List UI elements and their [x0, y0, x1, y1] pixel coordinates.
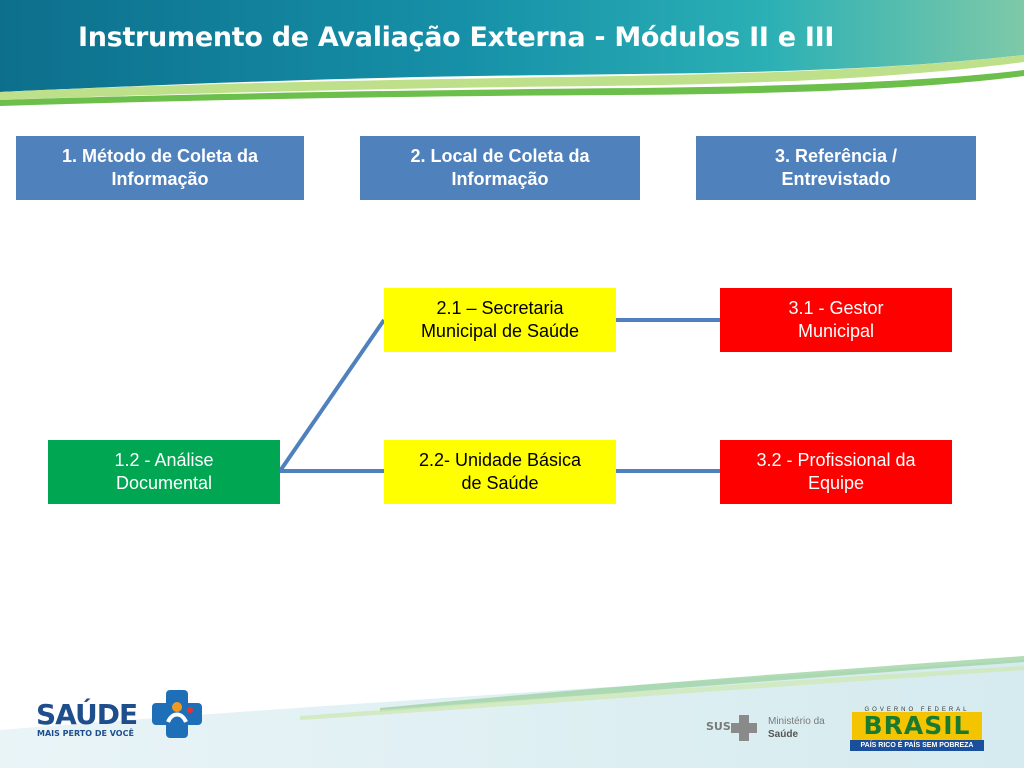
node-gestor-line1: 3.1 - Gestor	[788, 297, 884, 318]
node-profissional-equipe: 3.2 - Profissional da Equipe	[720, 440, 952, 504]
header-metodo-line2: Informação	[111, 169, 209, 189]
header-referencia-line1: 3. Referência /	[774, 145, 898, 166]
slide-title: Instrumento de Avaliação Externa - Módul…	[78, 22, 835, 53]
governo-federal-text: GOVERNO FEDERAL	[864, 707, 970, 713]
header-referencia: 3. Referência / Entrevistado	[696, 136, 976, 200]
header-metodo-coleta: 1. Método de Coleta da Informação	[16, 136, 304, 200]
node-unidade-basica: 2.2- Unidade Básica de Saúde	[384, 440, 616, 504]
node-gestor-line2: Municipal	[797, 321, 875, 341]
node-profissional-line1: 3.2 - Profissional da	[756, 449, 916, 470]
saude-cross-icon	[152, 690, 202, 738]
footer-band	[0, 656, 1024, 768]
brasil-slogan-text: PAÍS RICO É PAÍS SEM POBREZA	[850, 740, 984, 751]
top-banner	[0, 0, 1024, 106]
saude-logo-text: SAÚDE	[36, 698, 138, 731]
ministerio-line2: Saúde	[768, 728, 799, 740]
saude-logo-tagline: MAIS PERTO DE VOCÊ	[37, 729, 134, 738]
node-ubs-line1: 2.2- Unidade Básica	[418, 449, 582, 470]
sus-logo-text: SUS	[706, 720, 731, 733]
ministerio-saude-logo: Ministério da Saúde	[768, 716, 825, 741]
ministerio-line1: Ministério da	[768, 716, 825, 727]
connector-analise-to-secretaria	[278, 318, 386, 473]
header-referencia-line2: Entrevistado	[781, 169, 891, 189]
node-secretaria-line2: Municipal de Saúde	[420, 321, 580, 341]
node-secretaria-line1: 2.1 – Secretaria	[436, 297, 564, 318]
sus-cross-icon	[731, 715, 757, 741]
header-metodo-line1: 1. Método de Coleta da	[61, 145, 259, 166]
node-profissional-line2: Equipe	[807, 473, 865, 493]
header-local-line1: 2. Local de Coleta da	[410, 145, 590, 166]
node-analise-line1: 1.2 - Análise	[114, 449, 214, 470]
brasil-logo-text: BRASIL	[852, 712, 982, 740]
header-local-coleta: 2. Local de Coleta da Informação	[360, 136, 640, 200]
node-ubs-line2: de Saúde	[461, 473, 539, 493]
header-local-line2: Informação	[451, 169, 549, 189]
node-analise-line2: Documental	[115, 473, 213, 493]
